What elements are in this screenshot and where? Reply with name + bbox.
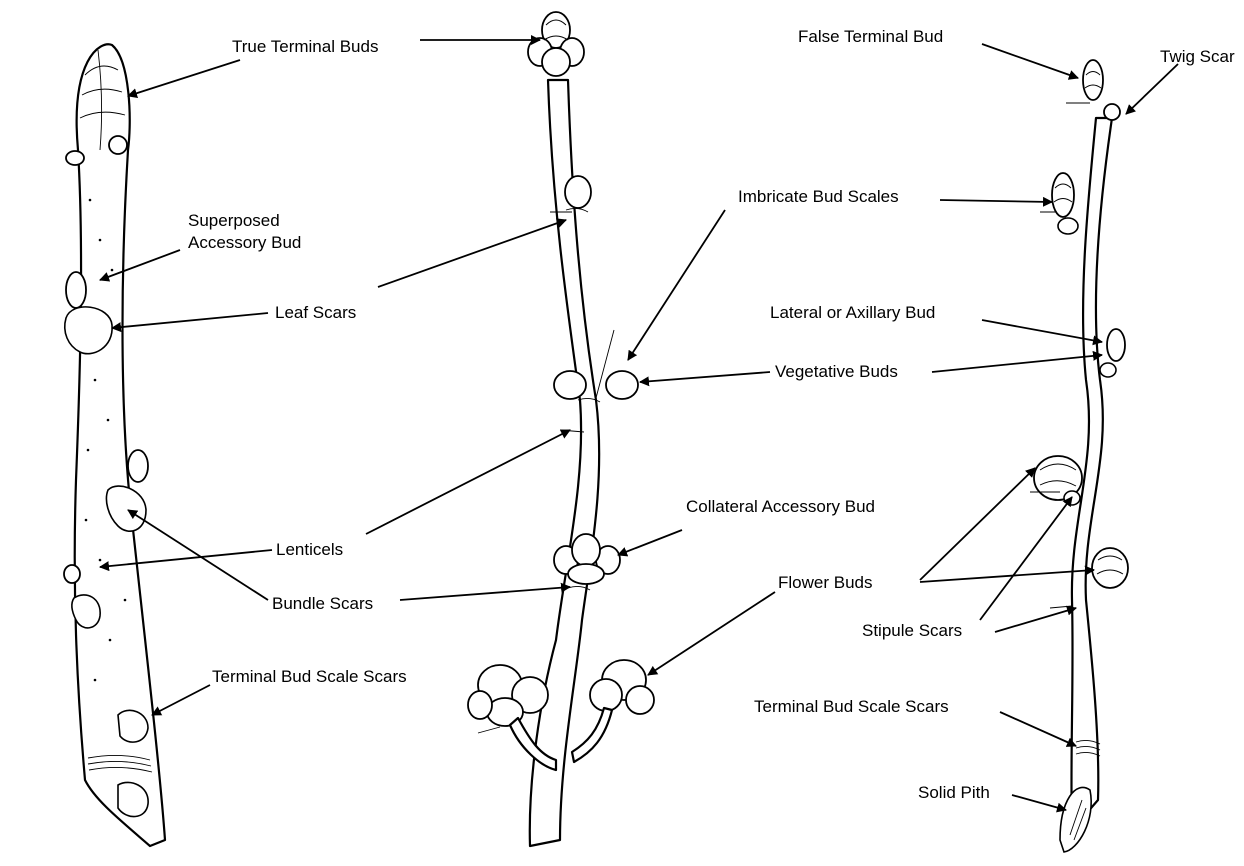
leader-terminal-scale-right — [1000, 712, 1076, 746]
superposed-bud — [66, 272, 86, 308]
leaf-scar — [1058, 218, 1078, 234]
leader-false-terminal — [982, 44, 1078, 78]
leader-vegetative-right — [932, 355, 1102, 372]
leader-bundle-scars-left — [128, 510, 268, 600]
label-superposed-line1: Superposed — [188, 211, 280, 230]
true-terminal-bud — [528, 12, 584, 76]
leader-stipule-2 — [995, 608, 1076, 632]
leader-leaf-scars-mid — [378, 220, 566, 287]
left-twig — [64, 44, 165, 846]
label-stipule-scars: Stipule Scars — [862, 621, 962, 640]
label-false-terminal-bud: False Terminal Bud — [798, 27, 943, 46]
label-terminal-bud-scale-scars-right: Terminal Bud Scale Scars — [754, 697, 949, 716]
label-twig-scar: Twig Scar — [1160, 47, 1235, 66]
label-superposed-line2: Accessory Bud — [188, 233, 301, 252]
label-lenticels: Lenticels — [276, 540, 343, 559]
leader-bundle-scars-mid — [400, 587, 570, 600]
label-true-terminal-buds: True Terminal Buds — [232, 37, 378, 56]
leader-solid-pith — [1012, 795, 1066, 810]
label-imbricate-bud-scales: Imbricate Bud Scales — [738, 187, 899, 206]
label-leaf-scars: Leaf Scars — [275, 303, 356, 322]
collateral-accessory-bud — [554, 534, 620, 584]
twig-scar-nub — [1104, 104, 1120, 120]
leader-vegetative-mid — [640, 372, 770, 382]
leaf-scar — [1100, 363, 1116, 377]
imbricate-bud — [1052, 173, 1074, 217]
leader-flower-right1 — [920, 468, 1035, 580]
leader-flower-right2 — [920, 570, 1094, 582]
right-twig — [1030, 60, 1128, 852]
label-flower-buds: Flower Buds — [778, 573, 872, 592]
lateral-bud — [565, 176, 591, 208]
lateral-bud — [64, 565, 80, 583]
label-vegetative-buds: Vegetative Buds — [775, 362, 898, 381]
leader-imbricate-mid — [628, 210, 725, 360]
vegetative-bud — [554, 371, 586, 399]
leader-imbricate-right — [940, 200, 1052, 202]
middle-twig — [468, 12, 654, 846]
false-terminal-bud — [1083, 60, 1103, 100]
label-terminal-bud-scale-scars-left: Terminal Bud Scale Scars — [212, 667, 407, 686]
leader-leaf-scars-left — [112, 313, 268, 328]
leader-twig-scar — [1126, 64, 1178, 114]
label-bundle-scars: Bundle Scars — [272, 594, 373, 613]
label-collateral-accessory-bud: Collateral Accessory Bud — [686, 497, 875, 516]
vegetative-bud — [606, 371, 638, 399]
label-solid-pith: Solid Pith — [918, 783, 990, 802]
leader-terminal-scale-left — [152, 685, 210, 715]
leader-flower-mid — [648, 592, 775, 675]
label-lateral-or-axillary-bud: Lateral or Axillary Bud — [770, 303, 935, 322]
lateral-bud — [128, 450, 148, 482]
lateral-bud — [66, 151, 84, 165]
lateral-bud — [109, 136, 127, 154]
flower-bud — [1092, 548, 1128, 588]
lateral-bud — [1107, 329, 1125, 361]
leaf-scar — [65, 307, 112, 354]
leader-collateral — [618, 530, 682, 555]
leader-lenticels-mid — [366, 430, 570, 534]
leader-true-terminal-left — [128, 60, 240, 96]
leader-stipule-1 — [980, 497, 1072, 620]
flower-bud-cluster — [572, 660, 654, 762]
